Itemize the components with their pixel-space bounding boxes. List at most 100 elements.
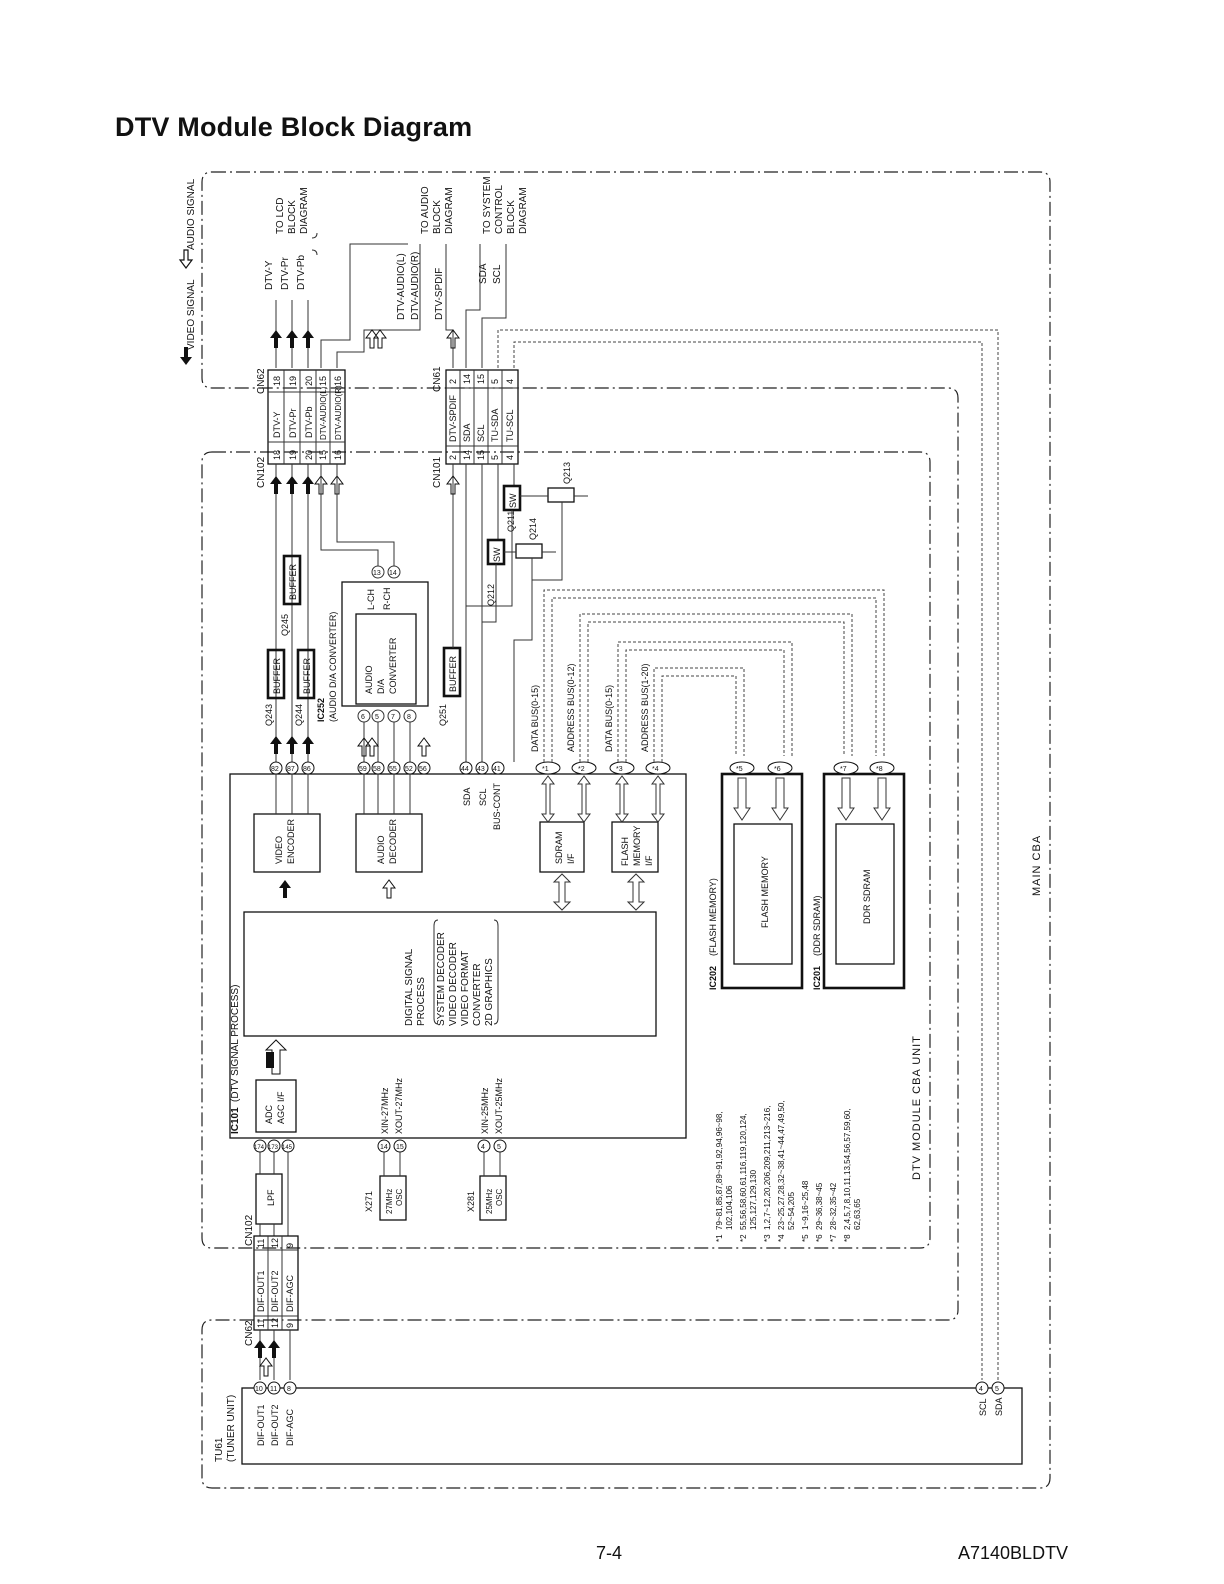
svg-text:CN61: CN61: [432, 366, 443, 392]
svg-text:12: 12: [270, 1238, 280, 1248]
dest-system-4: DIAGRAM: [518, 187, 529, 234]
memory-buses: DATA BUS(0-15) ADDRESS BUS(0-12) DATA BU…: [530, 589, 885, 762]
out-scl: SCL: [492, 264, 503, 284]
svg-text:ADDRESS BUS(1-20): ADDRESS BUS(1-20): [640, 663, 650, 752]
svg-text:86: 86: [303, 766, 311, 773]
svg-text:173: 173: [268, 1145, 279, 1151]
svg-text:DATA BUS(0-15): DATA BUS(0-15): [604, 685, 614, 752]
svg-text:1,2,7~12,20,206,209,211,213~21: 1,2,7~12,20,206,209,211,213~216,: [763, 1106, 772, 1230]
svg-text:56: 56: [419, 766, 427, 773]
svg-text:43: 43: [477, 766, 485, 773]
svg-text:125,127,129,130: 125,127,129,130: [749, 1169, 758, 1230]
svg-text:52~54,205: 52~54,205: [787, 1191, 796, 1230]
svg-text:41: 41: [493, 766, 501, 773]
svg-text:Q243: Q243: [264, 704, 274, 726]
svg-text:L-CH: L-CH: [366, 589, 376, 610]
dest-audio-2: BLOCK: [432, 200, 443, 234]
svg-text:15: 15: [396, 1144, 404, 1151]
svg-text:DIGITAL SIGNAL: DIGITAL SIGNAL: [404, 948, 415, 1026]
cn62-pin-18: 18: [272, 376, 282, 386]
svg-text:10: 10: [255, 1386, 263, 1393]
svg-text:FLASH MEMORY: FLASH MEMORY: [760, 856, 770, 928]
svg-text:*4: *4: [777, 1234, 786, 1242]
svg-text:58: 58: [373, 766, 381, 773]
oscillator-x281: X281 25MHz OSC: [466, 1152, 507, 1221]
svg-text:Q212: Q212: [486, 584, 496, 606]
svg-text:13: 13: [373, 570, 381, 577]
svg-text:XIN-25MHz: XIN-25MHz: [480, 1087, 490, 1134]
cn102-pin-16: 16: [333, 450, 343, 460]
connector-cn62-lower: CN102 CN62 11 12 9 DIF-OUT1 DIF-OUT2 DIF…: [244, 1214, 299, 1380]
svg-text:87: 87: [287, 766, 295, 773]
destination-labels: TO LCD BLOCK DIAGRAM TO AUDIO BLOCK DIAG…: [275, 176, 529, 234]
oscillator-x271: X271 27MHz OSC: [364, 1152, 407, 1221]
svg-text:FLASH: FLASH: [620, 837, 630, 866]
svg-text:SDA: SDA: [462, 787, 472, 806]
cn62-pin-19: 19: [288, 376, 298, 386]
dest-lcd-3: DIAGRAM: [299, 187, 310, 234]
svg-text:*5: *5: [736, 766, 743, 773]
svg-text:*7: *7: [829, 1234, 838, 1242]
svg-text:BUFFER: BUFFER: [448, 655, 458, 692]
svg-text:PROCESS: PROCESS: [416, 977, 427, 1026]
svg-text:DIF-AGC: DIF-AGC: [285, 1409, 295, 1446]
svg-text:(AUDIO D/A CONVERTER): (AUDIO D/A CONVERTER): [328, 612, 338, 722]
svg-text:2D GRAPHICS: 2D GRAPHICS: [484, 958, 495, 1026]
dest-system-3: BLOCK: [506, 200, 517, 234]
cn61-name-1: DTV-SPDIF: [448, 394, 458, 442]
svg-text:X281: X281: [466, 1191, 476, 1212]
legend-audio-label: AUDIO SIGNAL: [186, 178, 197, 250]
dest-audio-1: TO AUDIO: [420, 186, 431, 234]
svg-text:55,56,58,60,61,116,119,120,124: 55,56,58,60,61,116,119,120,124,: [739, 1113, 748, 1230]
svg-text:*8: *8: [876, 766, 883, 773]
svg-text:VIDEO: VIDEO: [274, 836, 284, 864]
svg-text:6: 6: [361, 714, 365, 721]
dest-lcd-1: TO LCD: [275, 198, 286, 235]
svg-text:62,63,65: 62,63,65: [853, 1198, 862, 1230]
cn62-pin-20: 20: [304, 376, 314, 386]
cn101-pin-4: 4: [505, 455, 515, 460]
svg-text:(TUNER UNIT): (TUNER UNIT): [226, 1395, 237, 1462]
svg-text:Q211: Q211: [506, 511, 516, 532]
ic101-dtv-signal-process: IC101 (DTV SIGNAL PROCESS) 82 87 86 59 5…: [229, 761, 687, 1153]
svg-text:IC202: IC202: [708, 966, 718, 990]
svg-text:*8: *8: [843, 1234, 852, 1242]
svg-text:11: 11: [256, 1239, 266, 1248]
svg-text:8: 8: [407, 714, 411, 721]
brace-lcd: [311, 232, 318, 256]
model-number: A7140BLDTV: [958, 1543, 1069, 1563]
svg-text:CN102: CN102: [244, 1214, 255, 1246]
svg-text:SW: SW: [508, 493, 518, 508]
cn62-name-1: DTV-Y: [272, 411, 282, 438]
svg-text:SDRAM: SDRAM: [554, 831, 564, 864]
cn61-name-4: TU-SDA: [490, 409, 500, 443]
buffer-q244: BUFFER Q244: [294, 648, 316, 726]
dest-audio-3: DIAGRAM: [444, 187, 455, 234]
svg-text:SCL: SCL: [478, 788, 488, 806]
svg-text:11: 11: [270, 1386, 277, 1393]
svg-text:DATA BUS(0-15): DATA BUS(0-15): [530, 685, 540, 752]
page-title: DTV Module Block Diagram: [115, 112, 473, 142]
video-signal-arrow-icon: [180, 347, 192, 365]
connector-cn61: CN61 CN101 2 14 15 5 4 DTV-SPDIF SDA SCL…: [432, 366, 519, 488]
out-audio-l: DTV-AUDIO(L): [396, 253, 407, 320]
svg-text:CN62: CN62: [256, 368, 267, 394]
svg-text:SYSTEM DECODER: SYSTEM DECODER: [436, 932, 447, 1026]
cn102-pin-19: 19: [288, 450, 298, 460]
svg-text:*2: *2: [739, 1234, 748, 1242]
cn102-pin-18: 18: [272, 450, 282, 460]
svg-text:9: 9: [285, 1243, 295, 1248]
svg-text:1~9,16~25,48: 1~9,16~25,48: [801, 1180, 810, 1230]
buffer-q251: BUFFER Q251: [438, 646, 462, 726]
svg-text:VIDEO DECODER: VIDEO DECODER: [448, 942, 459, 1026]
cn62-name-4: DTV-AUDIO(L): [319, 386, 328, 440]
out-dtv-y: DTV-Y: [264, 260, 275, 290]
svg-text:MEMORY: MEMORY: [632, 826, 642, 866]
svg-text:(FLASH MEMORY): (FLASH MEMORY): [708, 878, 718, 956]
svg-text:102,104,106: 102,104,106: [725, 1185, 734, 1230]
cn61-name-5: TU-SCL: [505, 409, 515, 442]
svg-text:2,4,5,7,8,10,11,13,54,56,57,59: 2,4,5,7,8,10,11,13,54,56,57,59,60,: [843, 1108, 852, 1230]
svg-text:23~25,27,28,32~38,41~44,47,49,: 23~25,27,28,32~38,41~44,47,49,50,: [777, 1100, 786, 1230]
lpf: LPF: [255, 1152, 289, 1236]
